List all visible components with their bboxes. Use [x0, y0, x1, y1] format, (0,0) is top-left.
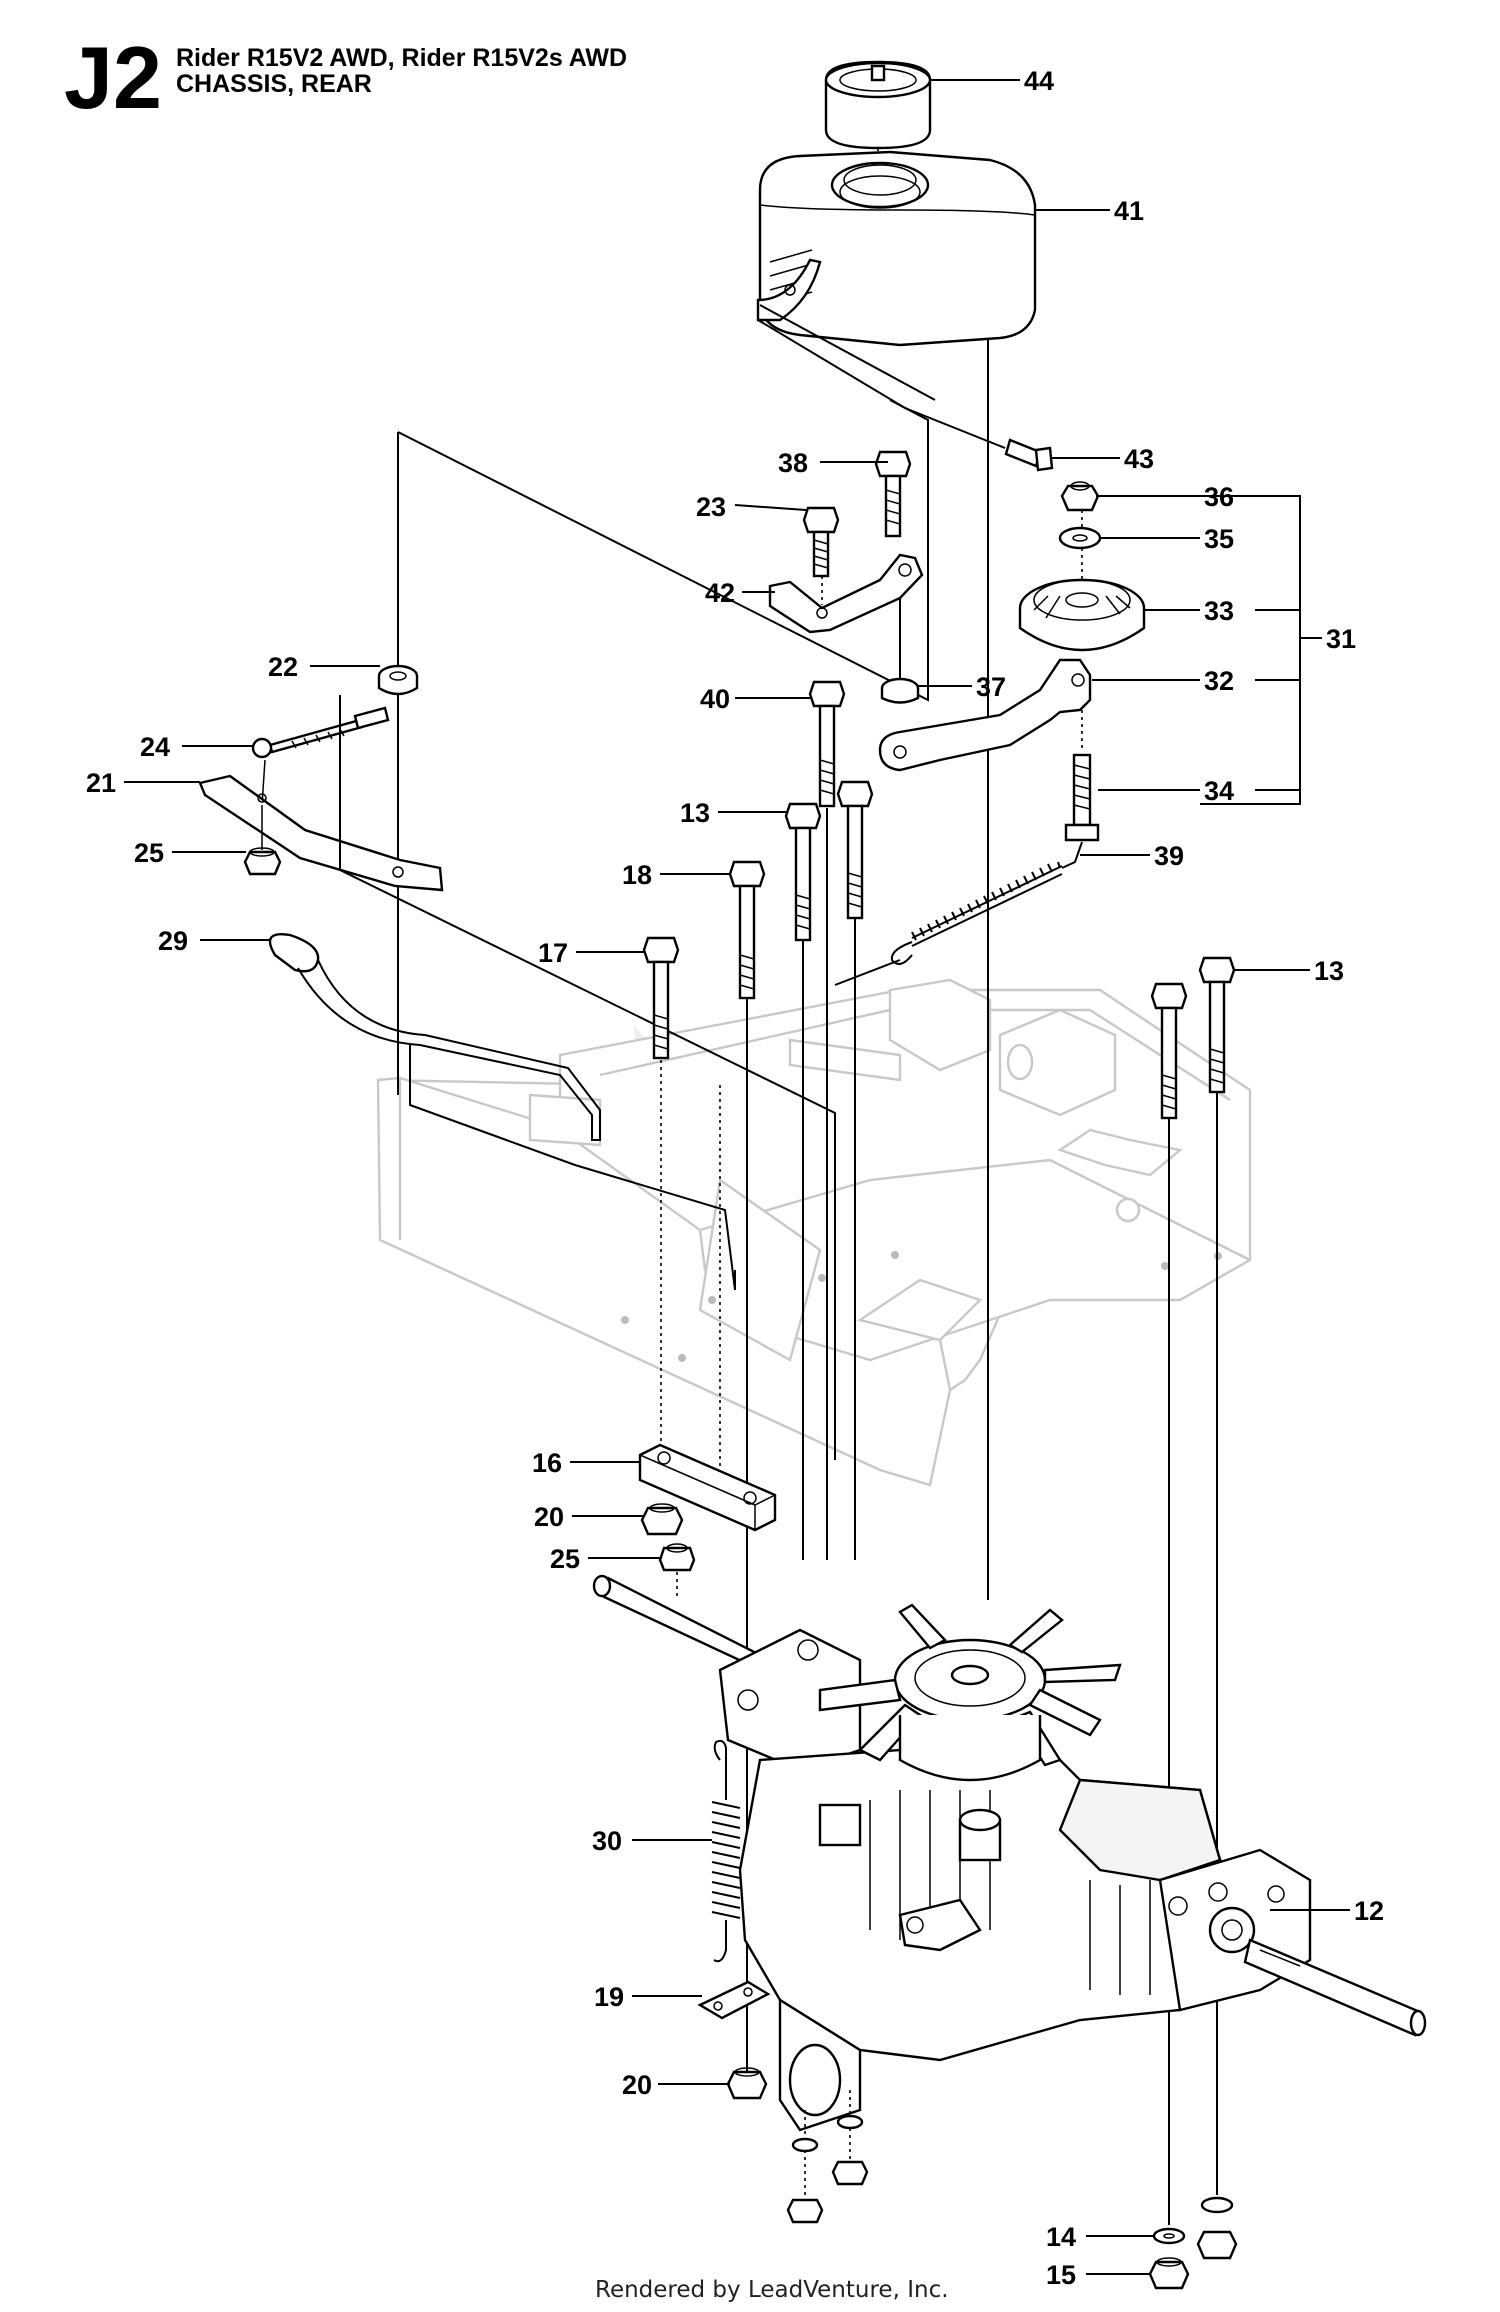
- transaxle-assembly: [592, 1574, 1427, 2132]
- idler-arm: [878, 658, 1092, 772]
- return-spring: [711, 1739, 741, 1963]
- washer-37: [880, 677, 920, 704]
- bolt-13-right: [836, 780, 874, 920]
- bolt-38: [874, 450, 912, 538]
- callout-38: 38: [778, 448, 808, 478]
- nut-25-lower: [658, 1543, 696, 1572]
- callout-13-lower: 13: [1314, 956, 1344, 986]
- callout-12: 12: [1354, 1896, 1384, 1926]
- fuel-tank: [756, 150, 1037, 347]
- bolt-34: [1064, 753, 1100, 842]
- linkage-box-lines: [397, 399, 929, 702]
- callout-17: 17: [538, 938, 568, 968]
- mounting-bracket-42: [768, 553, 924, 634]
- callout-15: 15: [1046, 2260, 1076, 2290]
- cooling-fan: [818, 1603, 1122, 1782]
- diagram-code: J2: [64, 28, 162, 127]
- callout-33: 33: [1204, 596, 1234, 626]
- grommet: [377, 664, 419, 696]
- spring-plate: [697, 1980, 771, 2020]
- callout-21: 21: [86, 768, 116, 798]
- bolt-17: [642, 936, 680, 1060]
- lift-handle-rod: [268, 933, 601, 1141]
- washer-14: [1152, 2227, 1186, 2245]
- callout-32: 32: [1204, 666, 1234, 696]
- callout-30: 30: [592, 1826, 622, 1856]
- nut-20-upper: [640, 1503, 684, 1536]
- bolt-18: [728, 860, 766, 1000]
- tank-strap-line-2: [759, 304, 936, 401]
- washer-nut-rear-right: [1196, 2196, 1238, 2260]
- tension-spring: [890, 841, 1083, 965]
- callout-23: 23: [696, 492, 726, 522]
- rod-leader-line: [339, 695, 836, 1460]
- bolt-13-left: [784, 802, 822, 942]
- brake-bar: [198, 774, 444, 892]
- washer-35: [1058, 526, 1102, 550]
- nut-36: [1060, 481, 1100, 512]
- callout-44: 44: [1024, 66, 1054, 96]
- callout-20-upper: 20: [534, 1502, 564, 1532]
- callout-43: 43: [1124, 444, 1154, 474]
- spacer-block: [638, 1443, 777, 1532]
- model-line: Rider R15V2 AWD, Rider R15V2s AWD: [176, 44, 627, 72]
- callout-25-upper: 25: [134, 838, 164, 868]
- rear-chassis-frame: [376, 978, 1252, 1487]
- callout-31: 31: [1326, 624, 1356, 654]
- bottom-washer-nut-left: [786, 2137, 824, 2224]
- footer-credit: Rendered by LeadVenture, Inc.: [595, 2277, 949, 2303]
- callout-22: 22: [268, 652, 298, 682]
- callout-34: 34: [1204, 776, 1234, 806]
- bolt-23: [802, 506, 840, 578]
- callout-37: 37: [976, 672, 1006, 702]
- section-title: CHASSIS, REAR: [176, 70, 372, 98]
- callout-numbers: 44 41 43 38 23 36 35 42 33 31 22 37 32 4…: [86, 66, 1384, 2290]
- callout-25-lower: 25: [550, 1544, 580, 1574]
- callout-20-lower: 20: [622, 2070, 652, 2100]
- spring-leader: [834, 959, 901, 986]
- callout-16: 16: [532, 1448, 562, 1478]
- nut-20-lower: [726, 2067, 768, 2100]
- idler-pulley: [1018, 578, 1146, 652]
- callout-42: 42: [705, 578, 735, 608]
- tank-strap-line: [757, 300, 1006, 449]
- lock-nut: [243, 847, 282, 876]
- fuel-cap: [824, 60, 932, 175]
- callout-41: 41: [1114, 196, 1144, 226]
- callout-13-upper: 13: [680, 798, 710, 828]
- callout-leaders: [124, 79, 1350, 2275]
- adjusting-rod: [251, 706, 390, 806]
- callout-24: 24: [140, 732, 170, 762]
- callout-39: 39: [1154, 841, 1184, 871]
- callout-35: 35: [1204, 524, 1234, 554]
- callout-14: 14: [1046, 2222, 1076, 2252]
- callout-29: 29: [158, 926, 188, 956]
- bolt-40: [808, 680, 846, 808]
- bottom-washer-nut-right: [831, 2114, 869, 2186]
- callout-40: 40: [700, 684, 730, 714]
- callout-18: 18: [622, 860, 652, 890]
- callout-19: 19: [594, 1982, 624, 2012]
- bolt-13-rear-left: [1150, 982, 1188, 1120]
- nut-15: [1148, 2257, 1190, 2290]
- callout-36: 36: [1204, 482, 1234, 512]
- handle-leader: [409, 1045, 736, 1291]
- tank-bolt: [1004, 438, 1054, 472]
